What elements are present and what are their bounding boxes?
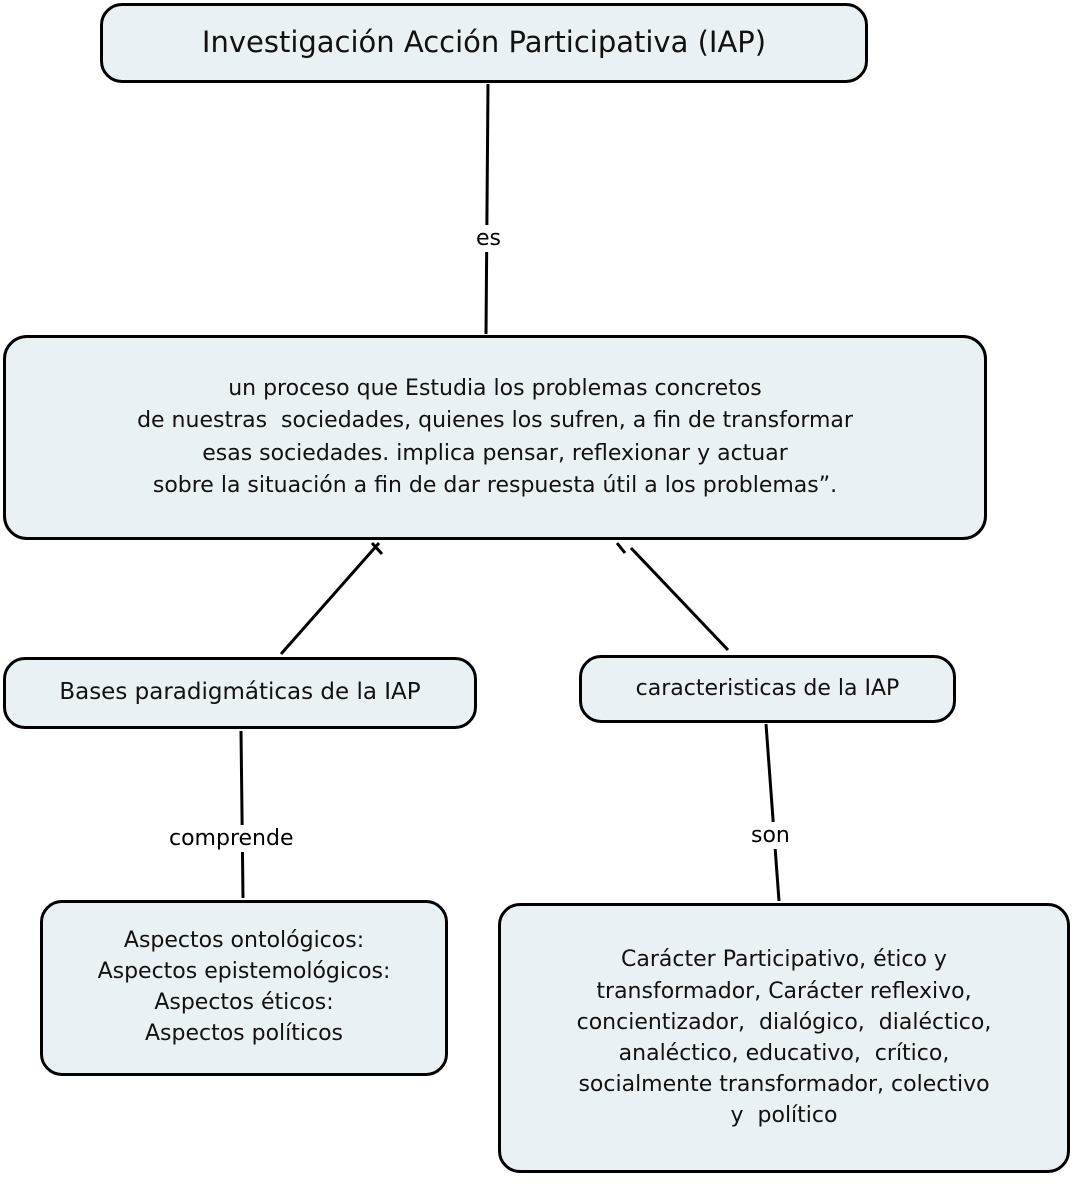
node-rasgos-line-2: transformador, Carácter reflexivo, (596, 978, 972, 1004)
node-definition-line-3: esas sociedades. implica pensar, reflexi… (202, 440, 788, 466)
edge-label-son: son (745, 822, 796, 849)
node-rasgos-line-4: analéctico, educativo, crítico, (618, 1041, 950, 1066)
node-caracteristicas-line-1: caracteristicas de la IAP (635, 675, 900, 701)
node-aspectos-line-1: Aspectos ontológicos: (123, 928, 365, 954)
edge-label-es: es (470, 225, 507, 252)
node-rasgos-line-6: y político (730, 1103, 838, 1129)
node-root-line-1: Investigación Acción Participativa (IAP) (201, 25, 767, 60)
node-rasgos-line-1: Carácter Participativo, ético y (621, 947, 947, 973)
edge-definition-bases-tick (370, 541, 384, 556)
node-definition-line-2: de nuestras sociedades, quienes los sufr… (137, 408, 853, 434)
node-aspectos-line-3: Aspectos éticos: (154, 990, 334, 1015)
node-root[interactable]: Investigación Acción Participativa (IAP) (100, 3, 868, 83)
node-bases-line-1: Bases paradigmáticas de la IAP (59, 679, 421, 706)
edge-definition-bases (279, 542, 381, 655)
node-aspectos[interactable]: Aspectos ontológicos: Aspectos epistemol… (40, 900, 448, 1076)
edge-root-definition (484, 83, 490, 335)
node-aspectos-line-4: Aspectos políticos (144, 1020, 344, 1046)
node-definition-line-4: sobre la situación a fin de dar respuest… (152, 472, 838, 498)
node-caracteristicas[interactable]: caracteristicas de la IAP (579, 655, 956, 723)
node-rasgos-line-5: socialmente transformador, colectivo (578, 1072, 990, 1098)
node-rasgos-line-3: concientizador, dialógico, dialéctico, (576, 1009, 992, 1035)
edge-definition-caracteristicas (629, 546, 730, 652)
node-caracteristicas-detalle[interactable]: Carácter Participativo, ético y transfor… (498, 903, 1070, 1173)
edge-definition-caracteristicas-tick (615, 542, 627, 554)
node-definition-line-1: un proceso que Estudia los problemas con… (228, 375, 762, 401)
edge-caracteristicas-rasgos (764, 723, 781, 902)
node-bases-paradigmaticas[interactable]: Bases paradigmáticas de la IAP (3, 657, 477, 729)
edge-label-comprende: comprende (163, 825, 300, 852)
node-definition[interactable]: un proceso que Estudia los problemas con… (3, 335, 987, 540)
edge-bases-aspectos (239, 730, 245, 899)
node-aspectos-line-2: Aspectos epistemológicos: (97, 959, 391, 985)
